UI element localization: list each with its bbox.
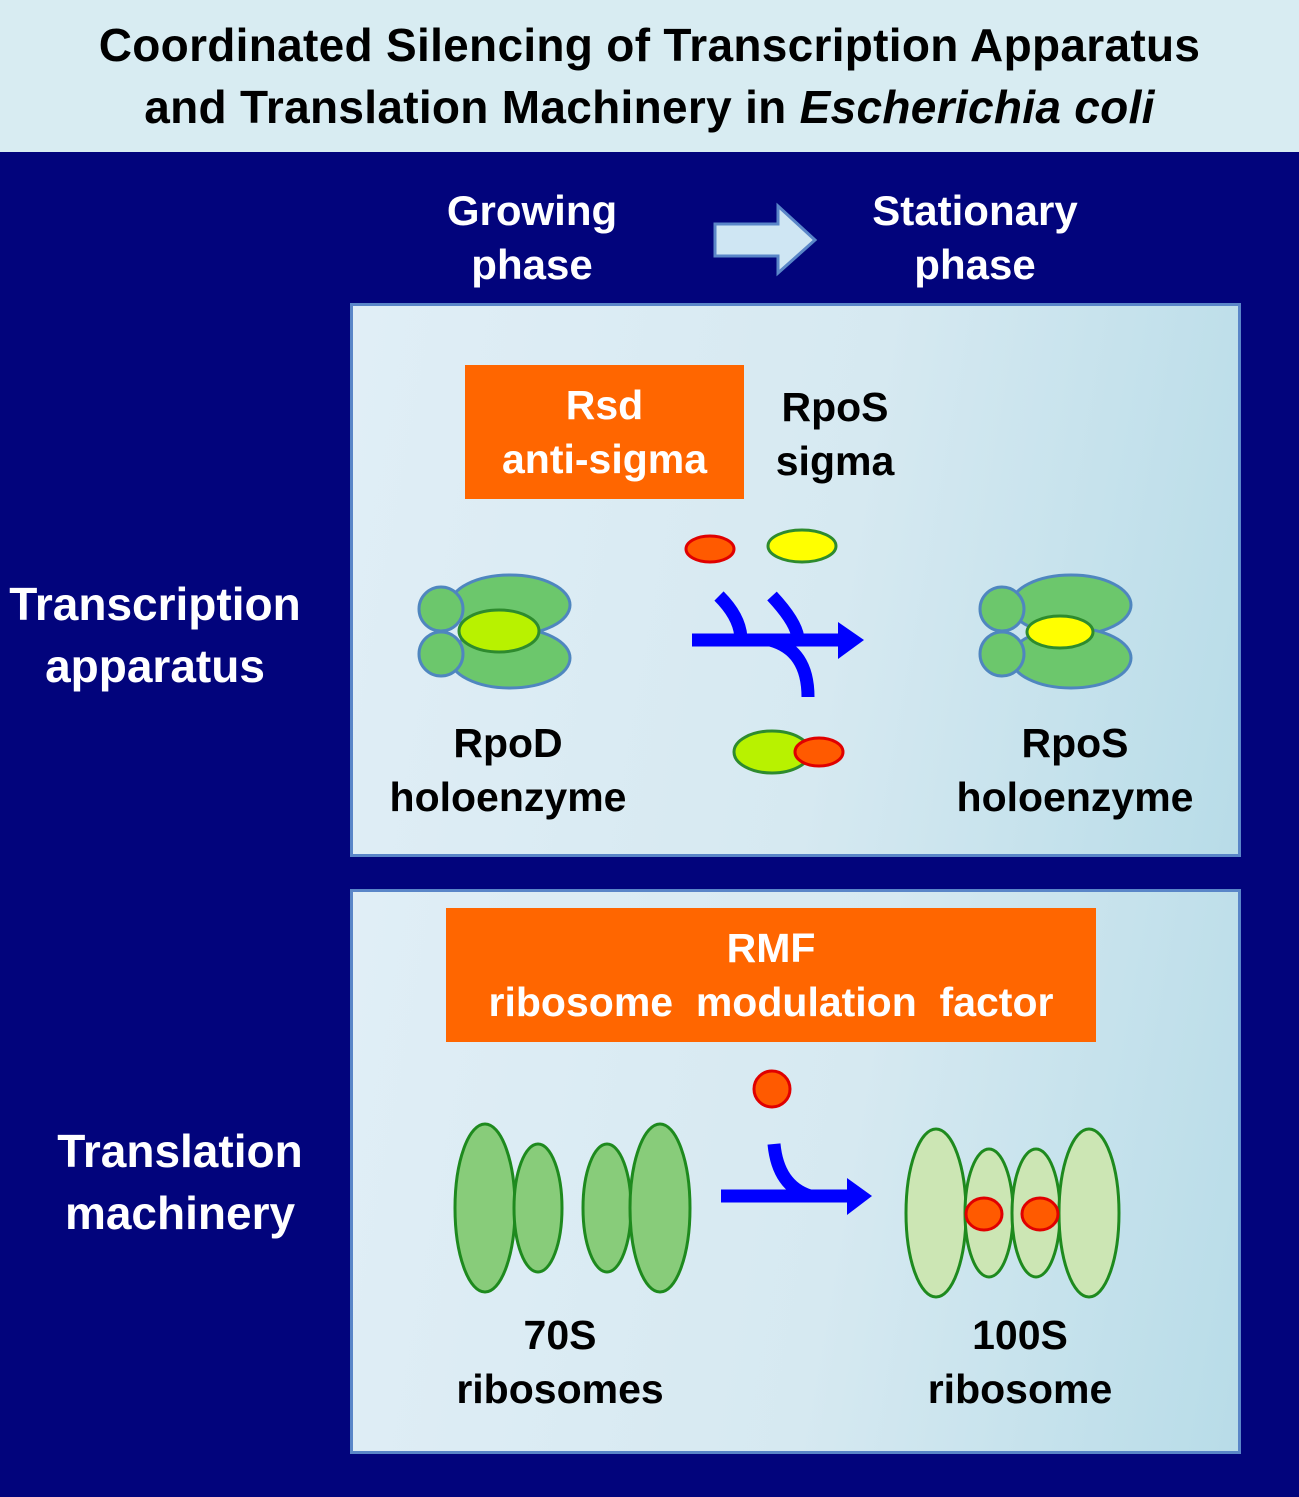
translation-reaction-arrow bbox=[721, 1143, 850, 1203]
translation-label-line-1: Translation bbox=[57, 1125, 303, 1177]
rpod-sigma-subunit bbox=[457, 608, 541, 654]
title-line-2-prefix: and Translation Machinery in bbox=[144, 81, 800, 133]
translation-arrowhead bbox=[847, 1178, 872, 1215]
70s-line-1: 70S bbox=[523, 1312, 597, 1358]
rpos-holoenzyme-label: RpoS holoenzyme bbox=[935, 716, 1215, 824]
rpod-holoenzyme-label: RpoD holoenzyme bbox=[368, 716, 648, 824]
translation-label-line-2: machinery bbox=[64, 1187, 296, 1239]
rmf-box: RMF ribosome modulation factor bbox=[446, 908, 1096, 1042]
rpos-holoenzyme-shape bbox=[978, 573, 1133, 690]
title-banner: Coordinated Silencing of Transcription A… bbox=[0, 0, 1299, 152]
100s-line-1: 100S bbox=[972, 1312, 1068, 1358]
ribosome-modulation-factor-label: ribosome modulation factor bbox=[488, 979, 1054, 1025]
growing-phase-line-1: Growing bbox=[446, 187, 618, 234]
title-line-2: and Translation Machinery in Escherichia… bbox=[0, 80, 1299, 134]
rpos-sigma-subunit bbox=[1025, 614, 1095, 650]
stationary-phase-label: Stationary phase bbox=[855, 184, 1095, 292]
translation-machinery-label: Translation machinery bbox=[20, 1120, 340, 1244]
rpos-holoenzyme-line-1: RpoS bbox=[1021, 720, 1129, 766]
rpos-sigma-molecule bbox=[766, 528, 838, 564]
rpos-sigma-label: RpoS sigma bbox=[755, 380, 915, 488]
title-line-2-species: Escherichia coli bbox=[799, 81, 1155, 133]
transcription-label-line-2: apparatus bbox=[45, 640, 265, 692]
rpod-holoenzyme-shape bbox=[417, 573, 572, 690]
title-line-1: Coordinated Silencing of Transcription A… bbox=[98, 19, 1201, 71]
rmf-molecule bbox=[752, 1069, 792, 1109]
100s-ribosome-label: 100S ribosome bbox=[880, 1308, 1160, 1416]
stationary-phase-line-1: Stationary bbox=[872, 187, 1078, 234]
phase-transition-arrow bbox=[713, 202, 818, 277]
70s-ribosomes-shape bbox=[453, 1122, 692, 1294]
rpod-holoenzyme-line-2: holoenzyme bbox=[389, 774, 627, 820]
transcription-label-line-1: Transcription bbox=[9, 578, 301, 630]
rpos-sigma-line-2: sigma bbox=[775, 438, 895, 484]
stationary-phase-line-2: phase bbox=[914, 241, 1036, 288]
rpod-rsd-complex-rsd bbox=[793, 736, 845, 768]
anti-sigma-label: anti-sigma bbox=[501, 436, 708, 482]
rmf-label: RMF bbox=[726, 925, 816, 971]
transcription-arrowhead bbox=[838, 622, 864, 659]
rsd-label: Rsd bbox=[565, 382, 644, 428]
100s-ribosome-shape bbox=[904, 1127, 1121, 1299]
rpos-sigma-line-1: RpoS bbox=[781, 384, 889, 430]
transcription-apparatus-label: Transcription apparatus bbox=[0, 573, 310, 697]
rsd-molecule bbox=[684, 534, 736, 564]
100s-line-2: ribosome bbox=[927, 1366, 1113, 1412]
rsd-anti-sigma-box: Rsd anti-sigma bbox=[465, 365, 744, 499]
rpod-holoenzyme-line-1: RpoD bbox=[453, 720, 563, 766]
rmf-bound-left bbox=[964, 1196, 1004, 1232]
growing-phase-label: Growing phase bbox=[432, 184, 632, 292]
growing-phase-line-2: phase bbox=[471, 241, 593, 288]
70s-ribosomes-label: 70S ribosomes bbox=[420, 1308, 700, 1416]
rmf-bound-right bbox=[1020, 1196, 1060, 1232]
rpos-holoenzyme-line-2: holoenzyme bbox=[956, 774, 1194, 820]
transcription-reaction-arrow bbox=[692, 591, 843, 698]
70s-line-2: ribosomes bbox=[456, 1366, 664, 1412]
